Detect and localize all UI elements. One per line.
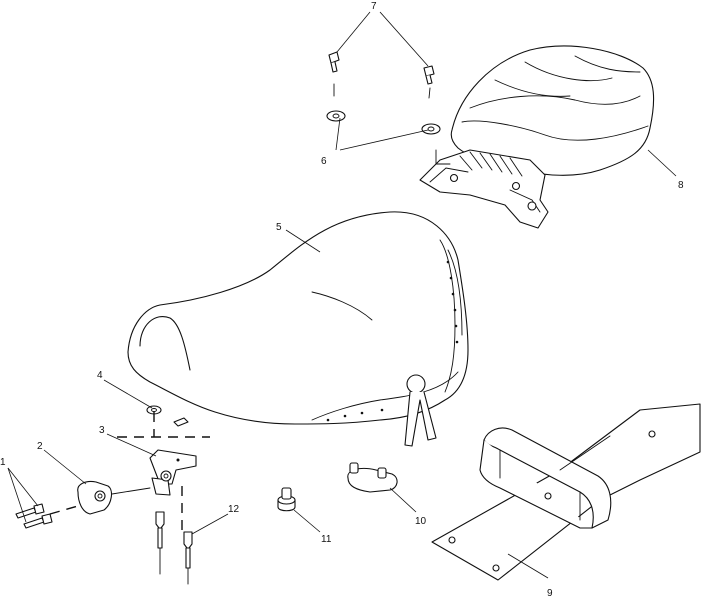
pins-part-12 — [155, 511, 193, 585]
callout-8: 8 — [678, 180, 684, 191]
callout-9: 9 — [547, 588, 553, 599]
grommet-part-11 — [277, 487, 296, 512]
callout-10: 10 — [415, 516, 427, 527]
screws-part-1 — [15, 503, 53, 529]
alignment-lines — [49, 412, 210, 530]
washers-part-4 — [146, 405, 189, 427]
callout-12: 12 — [228, 504, 240, 515]
main-seat-part-5 — [127, 211, 469, 447]
screws-part-7 — [328, 51, 435, 99]
leader-lines — [7, 11, 677, 579]
pillion-seat-part-8 — [419, 45, 655, 229]
callout-2: 2 — [37, 441, 43, 452]
callout-4: 4 — [97, 370, 103, 381]
latch-part-2 — [77, 480, 151, 515]
hinge-part-3 — [149, 449, 197, 496]
callout-5: 5 — [276, 222, 282, 233]
seat-strap-part-9 — [431, 403, 701, 581]
callouts: 7 6 8 5 4 3 2 1 12 10 11 9 — [0, 1, 684, 599]
callout-11: 11 — [321, 534, 332, 545]
callout-7: 7 — [371, 1, 377, 12]
washers-part-6 — [326, 110, 441, 135]
bracket-part-10 — [347, 462, 398, 493]
callout-1: 1 — [0, 457, 6, 468]
callout-6: 6 — [321, 156, 327, 167]
callout-3: 3 — [99, 425, 105, 436]
